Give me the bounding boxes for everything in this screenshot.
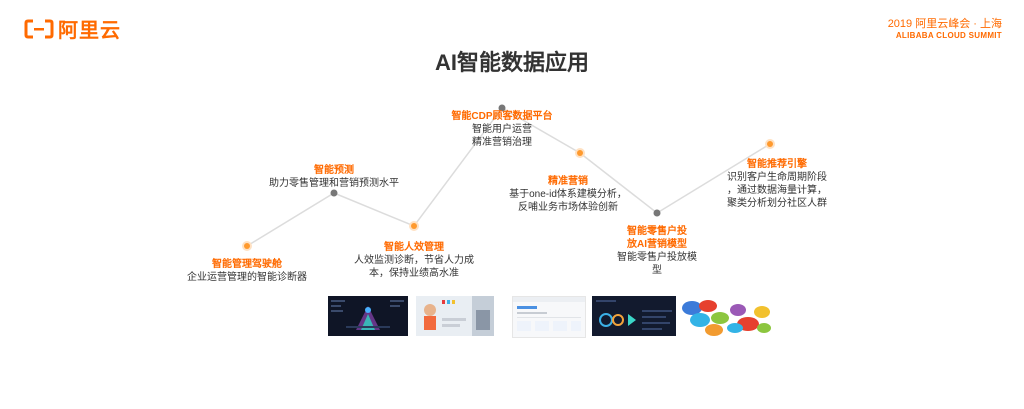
timeline-dot (653, 209, 661, 217)
node-desc: 企业运营管理的智能诊断器 (187, 272, 307, 283)
timeline-dot (577, 150, 583, 156)
node-title: 精准营销 (548, 176, 588, 187)
node-title: 智能推荐引擎 (747, 159, 807, 170)
node-desc: 助力零售管理和营销预测水平 (269, 178, 399, 189)
node-recommendation-engine: 智能推荐引擎 识别客户生命周期阶段 ，通过数据海量计算， 聚类分析划分社区人群 (727, 158, 827, 210)
thumbnail-people-photos (416, 296, 494, 336)
timeline-dot (244, 243, 250, 249)
node-smart-cockpit: 智能管理驾驶舱 企业运营管理的智能诊断器 (187, 258, 307, 284)
node-desc: 智能零售户投放模 (617, 252, 697, 263)
timeline-dot (767, 141, 773, 147)
thumbnail-analytics-dark (592, 296, 676, 336)
timeline-dot (411, 223, 417, 229)
thumbnail-dashboard-dark (328, 296, 408, 336)
event-title: 2019 阿里云峰会 · 上海 (887, 18, 1002, 30)
node-desc: ，通过数据海量计算， (727, 185, 827, 196)
node-precision-marketing: 精准营销 基于one-id体系建模分析， 反哺业务市场体验创新 (509, 175, 627, 214)
thumbnail-word-bubbles (680, 296, 774, 338)
timeline-dot (330, 189, 338, 197)
page-title: AI智能数据应用 (434, 50, 589, 75)
node-hr-efficiency: 智能人效管理 人效监测诊断，节省人力成 本，保持业绩高水准 (354, 241, 474, 280)
node-desc: 反哺业务市场体验创新 (518, 202, 618, 213)
thumbnail-web-dashboard (512, 296, 586, 338)
node-cdp: 智能CDP顾客数据平台 智能用户运营 精准营销治理 (451, 110, 552, 149)
node-title: 智能预测 (314, 165, 354, 176)
node-smart-forecast: 智能预测 助力零售管理和营销预测水平 (269, 164, 399, 190)
node-desc: 识别客户生命周期阶段 (727, 172, 827, 183)
node-title: 智能管理驾驶舱 (212, 259, 282, 270)
node-title: 智能零售户投 (627, 226, 687, 237)
event-header: 2019 阿里云峰会 · 上海 ALIBABA CLOUD SUMMIT (888, 18, 1002, 42)
node-desc: 型 (652, 265, 662, 276)
node-ai-marketing-model: 智能零售户投 放AI营销模型 智能零售户投放模 型 (617, 225, 697, 277)
event-subtitle: ALIBABA CLOUD SUMMIT (895, 31, 1002, 40)
node-desc: 智能用户运营 (472, 124, 532, 135)
node-desc: 精准营销治理 (472, 137, 532, 148)
node-desc: 聚类分析划分社区人群 (727, 198, 827, 209)
node-title: 智能CDP顾客数据平台 (451, 111, 553, 122)
brand-name: 阿里云 (58, 20, 121, 42)
timeline-dot (498, 104, 506, 112)
node-desc: 基于one-id体系建模分析， (509, 189, 627, 200)
node-desc: 人效监测诊断，节省人力成 (354, 255, 474, 266)
node-title-line2: 放AI营销模型 (627, 239, 687, 250)
node-title: 智能人效管理 (384, 242, 444, 253)
node-desc: 本，保持业绩高水准 (369, 268, 459, 279)
alibaba-cloud-logo-icon (24, 19, 54, 39)
brand-logo: 阿里云 (24, 14, 121, 43)
